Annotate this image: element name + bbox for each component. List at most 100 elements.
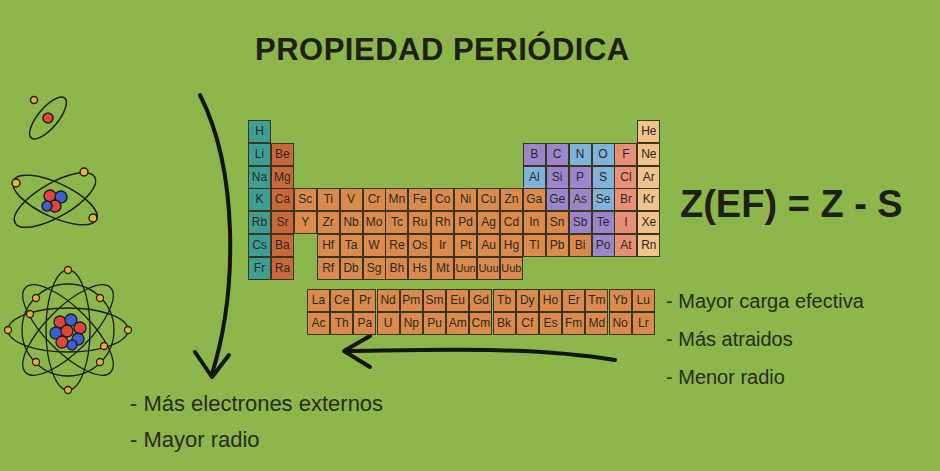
note: - Más electrones externos	[130, 391, 383, 417]
element-cell: Pr	[353, 289, 376, 312]
element-cell: F	[614, 143, 637, 166]
element-cell: Md	[585, 312, 608, 335]
element-cell: W	[363, 234, 386, 257]
element-cell: H	[248, 120, 271, 143]
element-cell: Sr	[271, 211, 294, 234]
element-cell: Lu	[632, 289, 655, 312]
element-cell: Rn	[637, 234, 660, 257]
element-cell: Na	[248, 166, 271, 189]
element-cell: K	[248, 188, 271, 211]
element-cell: Xe	[637, 211, 660, 234]
element-cell: Bi	[569, 234, 592, 257]
element-cell: Sc	[294, 188, 317, 211]
element-cell: Kr	[637, 188, 660, 211]
element-cell: No	[609, 312, 632, 335]
element-cell: Am	[446, 312, 469, 335]
element-cell: P	[569, 166, 592, 189]
element-cell: Ti	[317, 188, 340, 211]
element-cell: In	[523, 211, 546, 234]
note: - Mayor carga efectiva	[666, 290, 864, 313]
element-cell: Pa	[353, 312, 376, 335]
orbit	[10, 272, 126, 388]
orbit	[7, 162, 104, 237]
element-cell: Cm	[469, 312, 492, 335]
element-cell: Fr	[248, 257, 271, 280]
element-cell: Ru	[408, 211, 431, 234]
element-cell: Hf	[317, 234, 340, 257]
element-cell: Er	[562, 289, 585, 312]
orbit	[22, 284, 114, 376]
electron	[33, 295, 40, 302]
element-cell: Yb	[609, 289, 632, 312]
element-cell: Cu	[477, 188, 500, 211]
trend-arrow-left	[346, 350, 615, 360]
proton	[56, 336, 68, 348]
element-cell: V	[340, 188, 363, 211]
element-cell: Hs	[408, 257, 431, 280]
element-cell: Ne	[637, 143, 660, 166]
element-cell: Ca	[271, 188, 294, 211]
element-cell: Cd	[500, 211, 523, 234]
element-cell: Sg	[363, 257, 386, 280]
orbit	[24, 92, 73, 145]
element-cell: Ho	[539, 289, 562, 312]
element-cell: Cs	[248, 234, 271, 257]
element-cell: Pt	[454, 234, 477, 257]
neutron	[42, 201, 52, 211]
electron	[80, 168, 88, 176]
element-cell: Al	[523, 166, 546, 189]
element-cell: Sn	[546, 211, 569, 234]
nucleus	[43, 113, 53, 123]
element-cell: Np	[400, 312, 423, 335]
element-cell: Li	[248, 143, 271, 166]
element-cell: Po	[592, 234, 615, 257]
element-cell: Ta	[340, 234, 363, 257]
element-cell: Dy	[516, 289, 539, 312]
element-cell: Y	[294, 211, 317, 234]
element-cell: Mg	[271, 166, 294, 189]
electron	[33, 359, 40, 366]
orbit	[46, 270, 90, 390]
element-cell: Cl	[614, 166, 637, 189]
large-atom	[5, 267, 132, 394]
electron	[65, 267, 72, 274]
element-cell: Ir	[431, 234, 454, 257]
trend-arrow-down	[200, 95, 230, 374]
element-cell: Rb	[248, 211, 271, 234]
element-cell: Uub	[500, 257, 523, 280]
element-cell: Nb	[340, 211, 363, 234]
element-cell: I	[614, 211, 637, 234]
element-cell: Be	[271, 143, 294, 166]
arrow-head	[344, 336, 370, 367]
element-cell: Ge	[546, 188, 569, 211]
electron	[27, 311, 34, 318]
element-cell: Pd	[454, 211, 477, 234]
electron	[5, 327, 12, 334]
small-atom	[24, 92, 73, 145]
element-cell: Ra	[271, 257, 294, 280]
element-cell: Fm	[562, 312, 585, 335]
electron	[101, 343, 108, 350]
electron	[31, 97, 38, 104]
element-cell: Bk	[493, 312, 516, 335]
element-cell: Ar	[637, 166, 660, 189]
element-cell: Se	[592, 188, 615, 211]
element-cell: Rh	[431, 211, 454, 234]
element-cell: Tl	[523, 234, 546, 257]
element-cell: S	[592, 166, 615, 189]
electron	[65, 387, 72, 394]
element-cell: Lr	[632, 312, 655, 335]
element-cell: Si	[546, 166, 569, 189]
element-cell: Zr	[317, 211, 340, 234]
element-cell: Ga	[523, 188, 546, 211]
element-cell: N	[569, 143, 592, 166]
electron	[97, 295, 104, 302]
element-cell: Bh	[385, 257, 408, 280]
neutron	[67, 340, 77, 350]
orbit	[6, 165, 104, 235]
proton	[74, 322, 86, 334]
title: PROPIEDAD PERIÓDICA	[255, 32, 630, 68]
element-cell: Pm	[400, 289, 423, 312]
element-cell: Mo	[363, 211, 386, 234]
